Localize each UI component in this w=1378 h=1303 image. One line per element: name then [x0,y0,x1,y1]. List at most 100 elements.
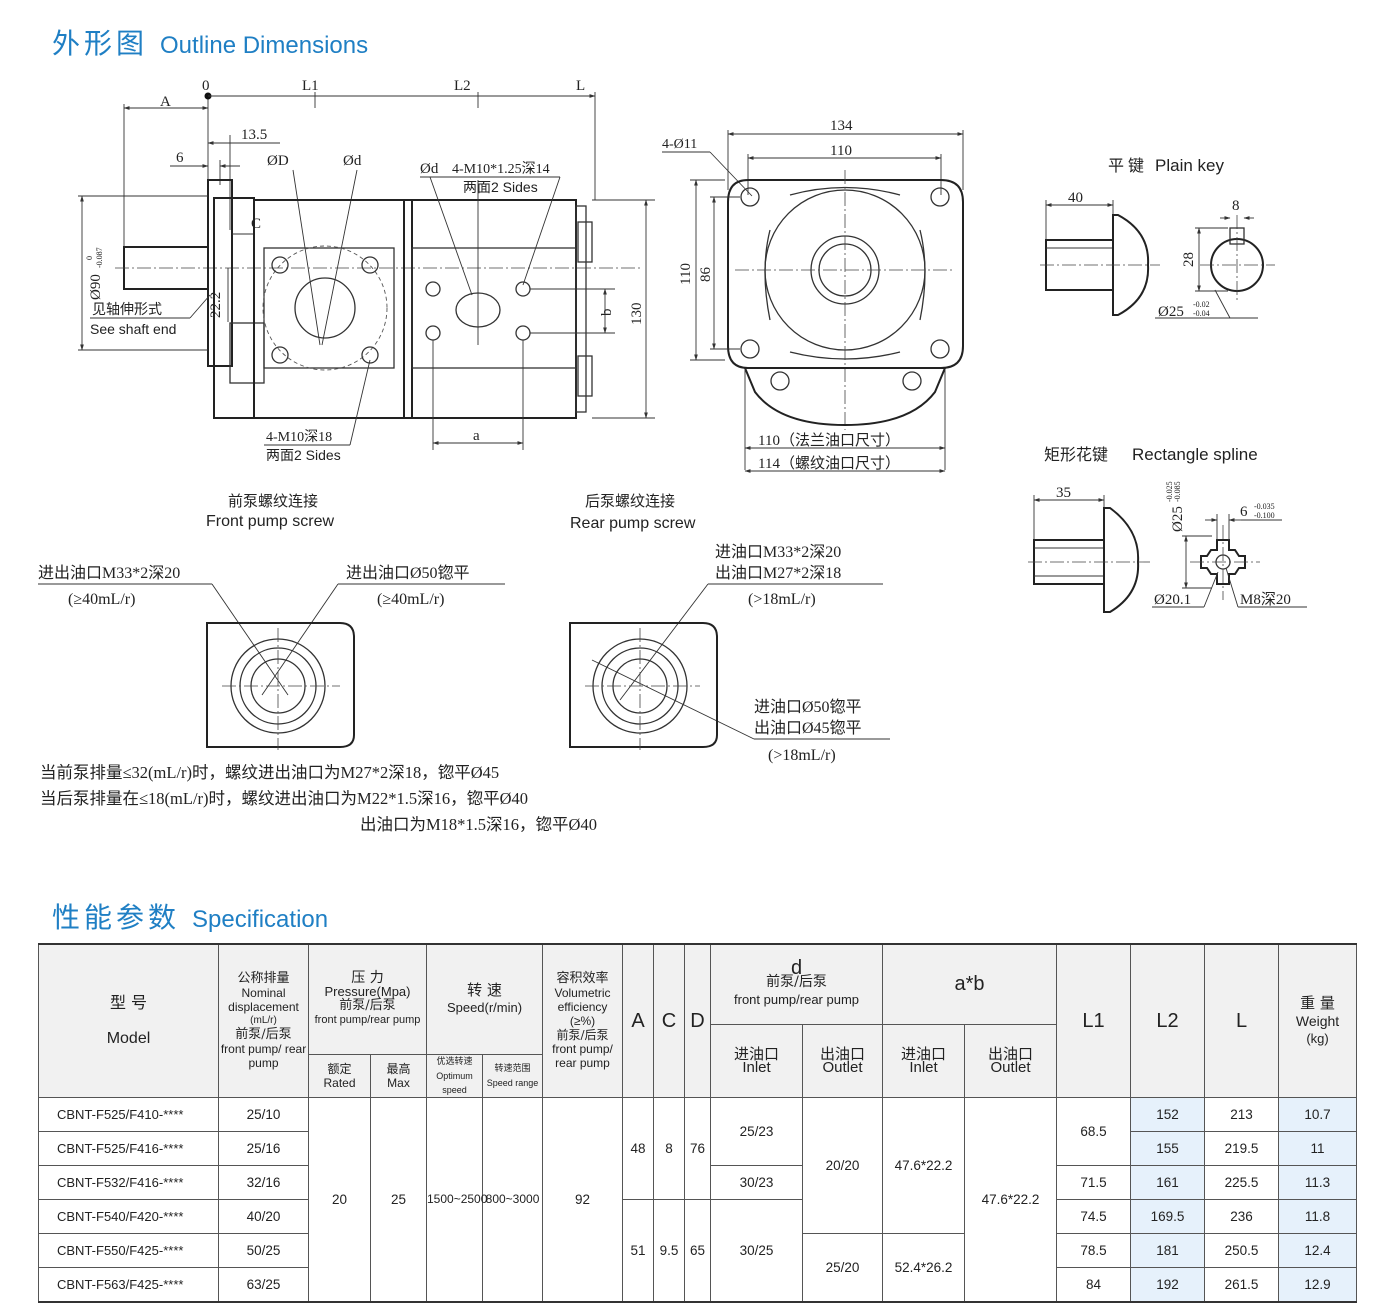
tap-note-phid: Ød [420,161,439,177]
cell-L1-3: 71.5 [1056,1164,1132,1200]
cell-weight: 11.8 [1278,1198,1358,1234]
spline-phi25-tol-upper: -0.025 [1165,481,1174,502]
table-row: CBNT-F540/F420-**** 40/20 51 9.5 65 30/2… [38,1198,1358,1302]
dim-86: 86 [698,267,714,283]
rear-screw-bot-2: 出油口Ø45锪平 [754,719,862,737]
cell-L: 261.5 [1204,1266,1280,1302]
outline-drawing: 0 L1 L2 L A 13.5 6 ØD Ød C 22.2 [38,78,1307,764]
cell-max: 25 [370,1096,427,1302]
dim-22-2: 22.2 [208,292,224,318]
cell-C1: 8 [653,1096,686,1200]
cell-L: 236 [1204,1198,1280,1234]
rect-spline: 矩形花键 Rectangle spline 35 Ø25 -0.025 -0.0… [1028,445,1307,613]
cell-disp: 63/25 [218,1266,309,1302]
cell-model: CBNT-F525/F410-**** [38,1096,219,1132]
th-D: D [684,943,712,1098]
cell-L1-4: 74.5 [1056,1198,1132,1234]
cell-L: 213 [1204,1096,1280,1132]
end-view: 134 110 4-Ø11 110 86 [662,118,964,473]
cell-L: 250.5 [1204,1232,1280,1268]
port-notes: 当前泵排量≤32(mL/r)时，螺纹进出油口为M27*2深18，锪平Ø45 当后… [40,760,597,838]
table-row: CBNT-F525/F410-**** 25/10 20 25 1500~250… [38,1096,1358,1302]
plain-key-title-cn: 平 键 [1108,157,1144,175]
dim-phid: Ød [343,153,362,169]
dim-110-top: 110 [830,143,852,159]
front-screw-left-2: (≥40mL/r) [68,591,135,608]
plain-key-28: 28 [1181,252,1197,267]
th-A: A [622,943,655,1098]
cell-L: 225.5 [1204,1164,1280,1200]
cell-D2: 65 [684,1198,712,1302]
spline-title-en: Rectangle spline [1132,445,1258,464]
cell-L2: 161 [1130,1164,1206,1200]
front-screw-title-cn: 前泵螺纹连接 [228,493,318,510]
cell-d-in1: 25/23 [710,1096,804,1166]
cell-L1-6: 84 [1056,1266,1132,1302]
dim-L2: L2 [454,78,471,94]
table-row: CBNT-F532/F416-**** 32/16 30/23 71.5 161… [38,1164,1358,1200]
dim-phi90-tol-upper: 0 [85,256,94,260]
shaft-note-en: See shaft end [90,321,176,337]
plain-key-title-en: Plain key [1155,156,1224,175]
cell-disp: 50/25 [218,1232,309,1268]
spec-table: 型 号 Model 公称排量 Nominal displacement (mL/… [38,943,1358,1303]
front-screw-left-1: 进出油口M33*2深20 [38,564,180,582]
th-L1: L1 [1056,943,1132,1098]
dim-6: 6 [176,150,184,166]
dim-13-5: 13.5 [241,127,267,143]
cell-L2: 192 [1130,1266,1206,1302]
thread-port-note: 114（螺纹油口尺寸） [758,455,900,472]
spline-35: 35 [1056,485,1071,501]
table-row: CBNT-F563/F425-**** 63/25 84 192 261.5 1… [38,1266,1358,1302]
cell-L: 219.5 [1204,1130,1280,1166]
side-view: 0 L1 L2 L A 13.5 6 ØD Ød C 22.2 [78,78,655,463]
spline-6: 6 [1240,504,1248,520]
note-3: 出油口为M18*1.5深16，锪平Ø40 [360,815,597,834]
cell-model: CBNT-F532/F416-**** [38,1164,219,1200]
tap-note-sides: 两面2 Sides [463,179,538,195]
front-screw-title-en: Front pump screw [206,513,334,530]
cell-d-in3: 30/25 [710,1198,804,1302]
cell-ab-in2: 52.4*26.2 [882,1232,966,1302]
cell-model: CBNT-F563/F425-**** [38,1266,219,1302]
shaft-note-cn: 见轴伸形式 [92,302,162,318]
table-row: CBNT-F525/F416-**** 25/16 155 219.5 11 [38,1130,1358,1166]
outline-title-cn: 外形图 [52,27,149,60]
cell-L2: 169.5 [1130,1198,1206,1234]
plain-key-tol-upper: -0.02 [1193,300,1210,309]
front-screw-right-1: 进出油口Ø50锪平 [346,564,470,582]
cell-weight: 10.7 [1278,1096,1358,1132]
rear-screw-bot-1: 进油口Ø50锪平 [754,698,862,716]
cell-weight: 11.3 [1278,1164,1358,1200]
cell-vol: 92 [542,1096,624,1302]
spline-6-tol-lower: -0.100 [1254,511,1275,520]
cell-range: 800~3000 [481,1096,544,1302]
th-model: 型 号 Model [38,943,219,1098]
rear-screw-title-cn: 后泵螺纹连接 [585,493,675,510]
cell-L2: 181 [1130,1232,1206,1268]
table-row: CBNT-F550/F425-**** 50/25 25/20 52.4*26.… [38,1232,1358,1302]
dim-L1: L1 [302,78,319,94]
cell-disp: 40/20 [218,1198,309,1234]
cell-A1: 48 [622,1096,655,1200]
cell-disp: 25/16 [218,1130,309,1166]
dim-phiD: ØD [267,153,289,169]
note-1: 当前泵排量≤32(mL/r)时，螺纹进出油口为M27*2深18，锪平Ø45 [40,763,500,782]
plain-key-phi25: Ø25 [1158,304,1184,320]
cell-L1-5: 78.5 [1056,1232,1132,1268]
th-weight: 重 量 Weight (kg) [1278,943,1358,1098]
note-2: 当后泵排量在≤18(mL/r)时，螺纹进出油口为M22*1.5深16，锪平Ø40 [40,789,528,808]
rear-screw-bot-3: (>18mL/r) [768,747,836,764]
cell-rated: 20 [308,1096,371,1302]
cell-weight: 12.9 [1278,1266,1358,1302]
plain-key: 平 键 Plain key 40 8 28 Ø25 -0.02 -0.04 [1040,156,1275,320]
spline-phi20-1: Ø20.1 [1154,592,1191,608]
